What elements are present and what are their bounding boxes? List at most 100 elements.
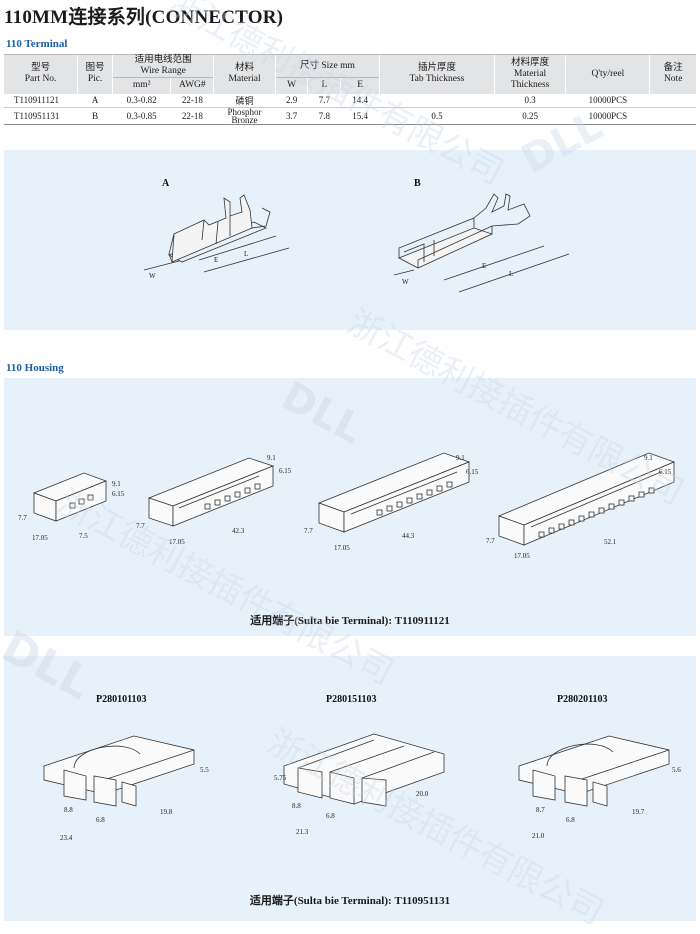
cell-thickness: 0.25 xyxy=(494,107,566,125)
dim-label: 21.3 xyxy=(296,828,309,836)
cell-part: T110911121 xyxy=(4,93,78,108)
cell-mm2: 0.3-0.82 xyxy=(112,93,171,108)
dim-label: 17.05 xyxy=(169,538,185,546)
cell-note xyxy=(649,93,696,108)
plug-drawings: P280101103 P280151103 P280201103 8.8 6.8… xyxy=(43,694,681,842)
dim-label: 6.15 xyxy=(112,490,125,498)
plug-1-drawing xyxy=(43,735,195,807)
dim-label: 17.05 xyxy=(32,534,48,542)
dim-label: 9.1 xyxy=(456,454,465,462)
dim-label: 7.7 xyxy=(486,537,495,545)
dim-label: 5.5 xyxy=(200,766,209,774)
cell-tab xyxy=(379,93,495,108)
dim-label: W xyxy=(402,278,409,286)
cell-thickness: 0.3 xyxy=(494,93,566,108)
housing-drawings: 9.1 6.15 7.7 17.05 7.5 9.1 6.15 7.7 17.0… xyxy=(18,452,676,560)
dim-label: 42.3 xyxy=(232,527,245,535)
cell-e: 15.4 xyxy=(340,107,380,125)
dim-label: 6.15 xyxy=(279,467,292,475)
dim-label: 52.1 xyxy=(604,538,617,546)
housing-section-label: 110 Housing xyxy=(6,362,64,374)
page-title: 110MM连接系列(CONNECTOR) xyxy=(4,7,284,28)
dim-label: 6.15 xyxy=(659,468,672,476)
cell-l: 7.8 xyxy=(307,107,341,125)
cell-awg: 22-18 xyxy=(170,107,214,125)
plug-2-drawing xyxy=(283,733,445,807)
cell-tab: 0.5 xyxy=(379,107,495,125)
terminal-drawings: A B W E L W E L xyxy=(143,178,570,293)
dim-label: 44.3 xyxy=(402,532,415,540)
dim-label: 8.8 xyxy=(64,806,73,814)
terminal-b-label: B xyxy=(414,178,421,189)
plug-caption: 适用端子(Sulta bie Terminal): T110951131 xyxy=(249,895,451,907)
cell-e: 14.4 xyxy=(340,93,380,108)
dim-label: 9.1 xyxy=(112,480,121,488)
dim-label: L xyxy=(509,270,513,278)
dim-label: 7.7 xyxy=(304,527,313,535)
dim-label: 21.0 xyxy=(532,832,545,840)
cell-mm2: 0.3-0.85 xyxy=(112,107,171,125)
dim-label: 6.15 xyxy=(466,468,479,476)
terminal-b-drawing xyxy=(393,193,570,293)
dim-label: 7.7 xyxy=(136,522,145,530)
cell-note xyxy=(649,107,696,125)
dim-label: L xyxy=(244,250,248,258)
table-row: T110911121 A 0.3-0.82 22-18 磷铜 2.9 7.7 1… xyxy=(4,93,696,108)
cell-qty: 10000PCS xyxy=(565,107,650,125)
cell-part: T110951131 xyxy=(4,107,78,125)
dim-label: 19.8 xyxy=(160,808,173,816)
dim-label: 8.7 xyxy=(536,806,545,814)
dim-label: 17.05 xyxy=(334,544,350,552)
dim-label: 9.1 xyxy=(644,454,653,462)
terminal-a-drawing xyxy=(143,194,290,273)
plug-3-drawing xyxy=(518,735,670,807)
header-w: W xyxy=(274,77,308,94)
dim-label: 20.0 xyxy=(416,790,429,798)
cell-qty: 10000PCS xyxy=(565,93,650,108)
header-qty: Q'ty/reel xyxy=(565,54,650,94)
dim-label: 6.8 xyxy=(326,812,335,820)
dim-label: 9.1 xyxy=(267,454,276,462)
cell-w: 3.7 xyxy=(275,107,308,125)
dim-label: 5.6 xyxy=(672,766,681,774)
terminal-a-label: A xyxy=(162,178,170,189)
dim-label: 6.8 xyxy=(96,816,105,824)
housing-3-drawing xyxy=(317,452,471,533)
dim-label: W xyxy=(149,272,156,280)
cell-l: 7.7 xyxy=(307,93,341,108)
cell-awg: 22-18 xyxy=(170,93,214,108)
dim-label: E xyxy=(214,256,218,264)
dim-label: 19.7 xyxy=(632,808,645,816)
plug-drawing-panel: P280101103 P280151103 P280201103 8.8 6.8… xyxy=(4,656,696,921)
dim-label: 23.4 xyxy=(60,834,73,842)
header-l: L xyxy=(307,77,341,94)
cell-pic: B xyxy=(77,107,113,125)
housing-1-drawing xyxy=(32,472,108,522)
housing-caption: 适用端子(Sulta bie Terminal): T110911121 xyxy=(250,615,450,627)
plug-3-part-label: P280201103 xyxy=(557,694,608,705)
cell-w: 2.9 xyxy=(275,93,308,108)
dim-label: 7.5 xyxy=(79,532,88,540)
housing-2-drawing xyxy=(147,457,275,527)
dim-label: E xyxy=(482,262,486,270)
plug-1-part-label: P280101103 xyxy=(96,694,147,705)
cell-material: 磷铜 xyxy=(213,93,276,108)
terminal-section-label: 110 Terminal xyxy=(6,38,68,50)
header-awg: AWG# xyxy=(170,77,214,94)
dim-label: 7.7 xyxy=(18,514,27,522)
housing-drawing-panel: 9.1 6.15 7.7 17.05 7.5 9.1 6.15 7.7 17.0… xyxy=(4,378,696,636)
dim-label: 8.8 xyxy=(292,802,301,810)
dim-label: 6.8 xyxy=(566,816,575,824)
dim-label: 5.75 xyxy=(274,774,287,782)
header-e: E xyxy=(340,77,380,94)
